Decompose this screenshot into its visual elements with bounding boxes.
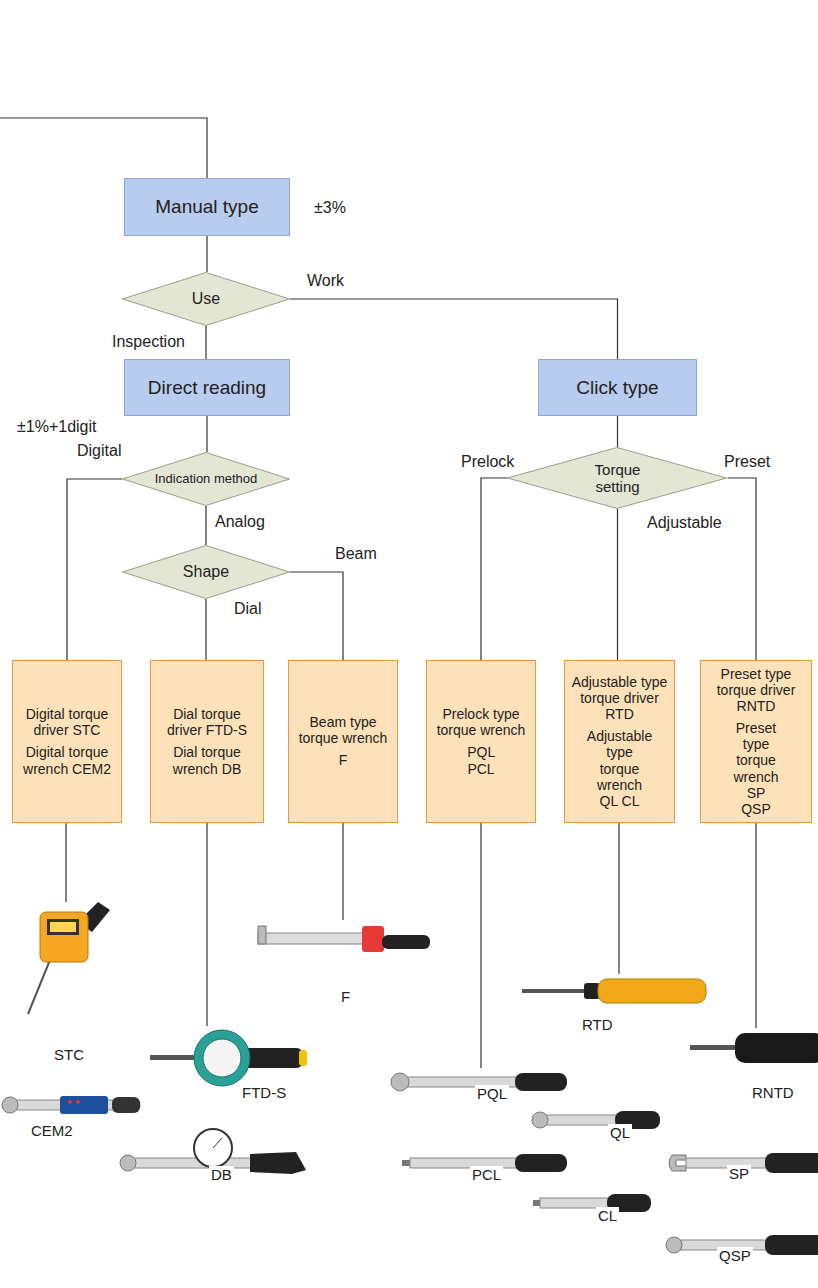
decision-diamond: Use <box>122 272 290 326</box>
node-text: Preset type torque driver RNTD <box>705 666 807 714</box>
feed-line <box>0 118 207 178</box>
connector-line <box>290 299 618 359</box>
product-name: SP <box>727 1165 751 1182</box>
node-text: Dial torque wrench DB <box>155 744 259 776</box>
product-box: Preset type torque driver RNTD Preset typ… <box>700 660 812 823</box>
edge-label: Work <box>305 272 346 290</box>
product-box: Beam type torque wrenchF <box>288 660 398 823</box>
tolerance-note: ±1%+1digit <box>15 418 99 436</box>
product-name: RNTD <box>750 1084 796 1101</box>
edge-label: Inspection <box>110 333 187 351</box>
connector-line <box>617 509 618 660</box>
node-text: Adjustable type torque driver RTD <box>569 674 670 722</box>
product-name: STC <box>52 1046 86 1063</box>
product-name: QSP <box>717 1247 753 1264</box>
process-box: Direct reading <box>124 359 290 416</box>
rtd-tool <box>522 979 706 1003</box>
connector-line <box>205 326 206 359</box>
edge-label: Preset <box>722 453 772 471</box>
product-box: Digital torque driver STC Digital torque … <box>12 660 122 823</box>
node-text: Click type <box>576 377 658 399</box>
tolerance-note: ±3% <box>312 199 348 217</box>
connector-line <box>206 236 207 272</box>
edge-label: Prelock <box>459 453 516 471</box>
decision-diamond: Shape <box>122 545 290 599</box>
connector-line <box>617 416 618 447</box>
f-tool <box>258 926 430 952</box>
edge-label: Digital <box>75 442 123 460</box>
product-name: CEM2 <box>29 1122 75 1139</box>
product-name: PCL <box>470 1166 503 1183</box>
connector-line <box>67 479 122 660</box>
process-box: Click type <box>538 359 697 416</box>
stc-tool <box>28 902 110 1014</box>
product-name: RTD <box>580 1016 615 1033</box>
cem2-tool <box>2 1096 140 1114</box>
node-text: Direct reading <box>148 377 266 399</box>
edge-label: Dial <box>232 600 264 618</box>
product-box: Adjustable type torque driver RTD Adjusta… <box>564 660 675 823</box>
product-name: F <box>339 988 352 1005</box>
edge-label: Analog <box>213 513 267 531</box>
connector-line <box>728 478 756 660</box>
decision-diamond: Indication method <box>122 452 290 506</box>
connector-line <box>205 599 206 660</box>
node-text: Preset type torque wrench SP QSP <box>733 720 778 817</box>
edge-label: Adjustable <box>645 514 724 532</box>
connector-line <box>481 478 507 660</box>
node-text: Manual type <box>155 196 259 218</box>
node-text: Beam type torque wrench <box>293 714 393 746</box>
product-box: Prelock type torque wrenchPQL PCL <box>426 660 536 823</box>
node-text: Indication method <box>155 472 258 487</box>
node-text: F <box>339 752 348 768</box>
node-text: PQL PCL <box>467 744 495 776</box>
process-box: Manual type <box>124 178 290 236</box>
node-text: Shape <box>183 563 229 581</box>
ftd-s-tool <box>150 1030 307 1086</box>
product-name: DB <box>209 1166 234 1183</box>
rntd-tool <box>690 1033 818 1063</box>
product-name: QL <box>608 1124 632 1141</box>
node-text: Torque setting <box>577 461 657 496</box>
node-text: Prelock type torque wrench <box>431 706 531 738</box>
node-text: Digital torque wrench CEM2 <box>17 744 117 776</box>
node-text: Adjustable type torque wrench QL CL <box>587 728 652 808</box>
node-text: Dial torque driver FTD-S <box>155 706 259 738</box>
product-name: FTD-S <box>240 1084 288 1101</box>
node-text: Digital torque driver STC <box>17 706 117 738</box>
product-box: Dial torque driver FTD-S Dial torque wren… <box>150 660 264 823</box>
ql-tool <box>532 1111 660 1129</box>
product-name: CL <box>596 1207 619 1224</box>
cl-tool <box>533 1194 651 1212</box>
edge-label: Beam <box>333 545 379 563</box>
connector-line <box>206 416 207 452</box>
connector-line <box>205 506 206 545</box>
node-text: Use <box>192 290 220 308</box>
decision-diamond: Torque setting <box>507 447 727 509</box>
product-name: PQL <box>475 1085 509 1102</box>
connector-line <box>290 572 343 660</box>
